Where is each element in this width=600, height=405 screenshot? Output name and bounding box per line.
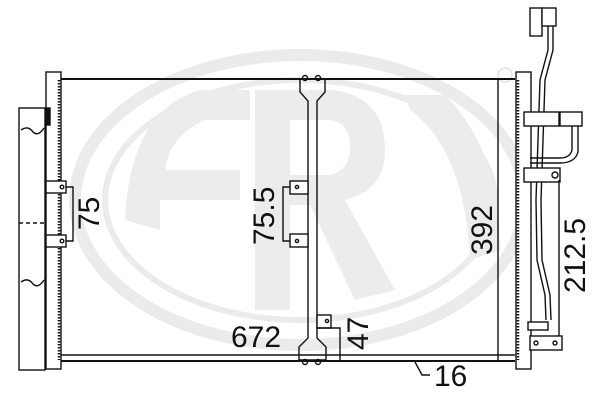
dimension-center-bracket-spacing: 75.5 — [248, 186, 281, 245]
dimension-right-pipe-height: 212.5 — [559, 217, 592, 293]
dimension-width: 672 — [231, 321, 282, 354]
registered-mark-icon — [497, 67, 513, 83]
dimension-bottom-bracket-height: 47 — [342, 316, 375, 350]
dimension-thickness: 16 — [434, 360, 468, 393]
era-watermark-letters — [125, 90, 500, 310]
dimension-height: 392 — [466, 204, 499, 255]
condenser-body — [18, 7, 583, 376]
dimension-left-bracket-spacing: 75 — [73, 196, 106, 230]
